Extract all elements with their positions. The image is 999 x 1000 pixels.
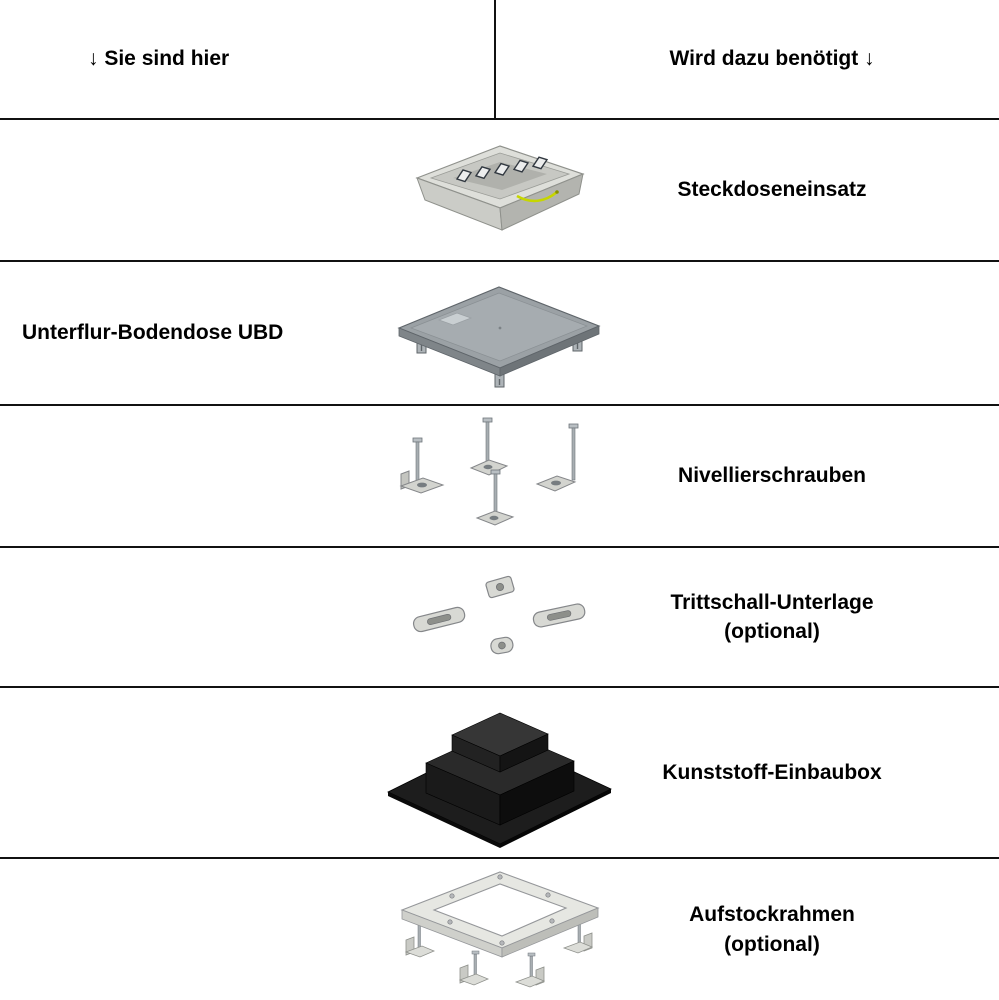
row-steckdoseneinsatz: Steckdoseneinsatz bbox=[0, 118, 999, 260]
row-aufstockrahmen: Aufstockrahmen (optional) bbox=[0, 857, 999, 1000]
product-label: Kunststoff-Einbaubox bbox=[662, 760, 882, 784]
product-label: Steckdoseneinsatz bbox=[677, 178, 867, 202]
row-kunststoff-einbaubox: Kunststoff-Einbaubox bbox=[0, 686, 999, 857]
product-label: Nivellierschrauben bbox=[678, 464, 866, 488]
product-sublabel: (optional) bbox=[724, 932, 820, 956]
header-right-label: Wird dazu benötigt ↓ bbox=[669, 47, 875, 71]
row-trittschall-unterlage: Trittschall-Unterlage (optional) bbox=[0, 546, 999, 686]
row-nivellierschrauben: Nivellierschrauben bbox=[0, 404, 999, 546]
label-steckdoseneinsatz: Steckdoseneinsatz bbox=[545, 120, 999, 260]
product-label: Aufstockrahmen bbox=[689, 903, 855, 927]
product-sublabel: (optional) bbox=[724, 620, 820, 643]
header-left-label: ↓ Sie sind hier bbox=[88, 47, 230, 70]
product-label: Trittschall-Unterlage bbox=[670, 590, 874, 614]
label-kunststoff-einbaubox: Kunststoff-Einbaubox bbox=[545, 688, 999, 857]
label-aufstockrahmen: Aufstockrahmen (optional) bbox=[545, 859, 999, 1000]
row-unterflur-bodendose: Unterflur-Bodendose UBD bbox=[0, 260, 999, 404]
label-unterflur-bodendose: Unterflur-Bodendose UBD bbox=[22, 321, 284, 344]
label-nivellierschrauben: Nivellierschrauben bbox=[545, 406, 999, 546]
label-trittschall-unterlage: Trittschall-Unterlage (optional) bbox=[545, 548, 999, 686]
column-divider-line bbox=[494, 0, 496, 118]
header-row: ↓ Sie sind hier Wird dazu benötigt ↓ bbox=[0, 0, 999, 118]
